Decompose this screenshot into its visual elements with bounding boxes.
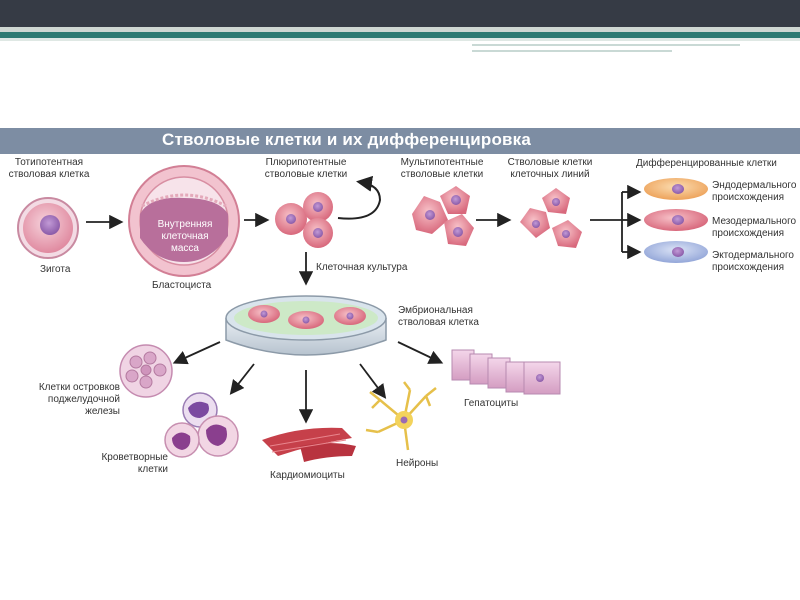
petri-dish xyxy=(225,295,387,356)
label-cardio: Кардиомиоциты xyxy=(270,470,345,481)
label-differentiated: Дифференцированные клетки xyxy=(636,158,777,169)
zygote-cell xyxy=(17,197,79,259)
differentiation-arrows xyxy=(172,341,444,424)
progression-arrows xyxy=(86,184,642,286)
label-culture: Клеточная культура xyxy=(316,262,408,273)
ectoderm-cell xyxy=(644,241,708,263)
pluripotent-cells xyxy=(275,192,333,248)
figure-title: Стволовые клетки и их дифференцировка xyxy=(162,130,532,149)
self-renewal-arrow xyxy=(337,175,382,220)
cardiomyocyte-cells xyxy=(262,427,356,462)
endoderm-cell xyxy=(644,178,708,200)
blastocyst-cell xyxy=(128,165,240,277)
label-hepatocytes: Гепатоциты xyxy=(464,398,519,409)
label-zygote: Зигота xyxy=(40,264,71,275)
hepatocyte-cells xyxy=(451,349,561,395)
stem-cell-diagram xyxy=(17,165,708,462)
figure-title-bar xyxy=(0,128,800,154)
multipotent-cells xyxy=(412,186,474,246)
lineage-cells xyxy=(520,188,582,248)
slide-band-pale xyxy=(0,38,800,41)
deco-line xyxy=(472,50,672,52)
deco-line xyxy=(472,44,740,46)
neuron-nucleus xyxy=(400,416,408,424)
islet-cells xyxy=(119,344,173,398)
label-blastocyst: Бластоциста xyxy=(152,280,212,291)
slide-top-bar xyxy=(0,0,800,27)
mesoderm-cell xyxy=(644,209,708,231)
slide-band-light xyxy=(0,27,800,32)
slide-band-teal xyxy=(0,32,800,38)
label-neurons: Нейроны xyxy=(396,458,439,469)
blood-cells xyxy=(164,392,239,458)
